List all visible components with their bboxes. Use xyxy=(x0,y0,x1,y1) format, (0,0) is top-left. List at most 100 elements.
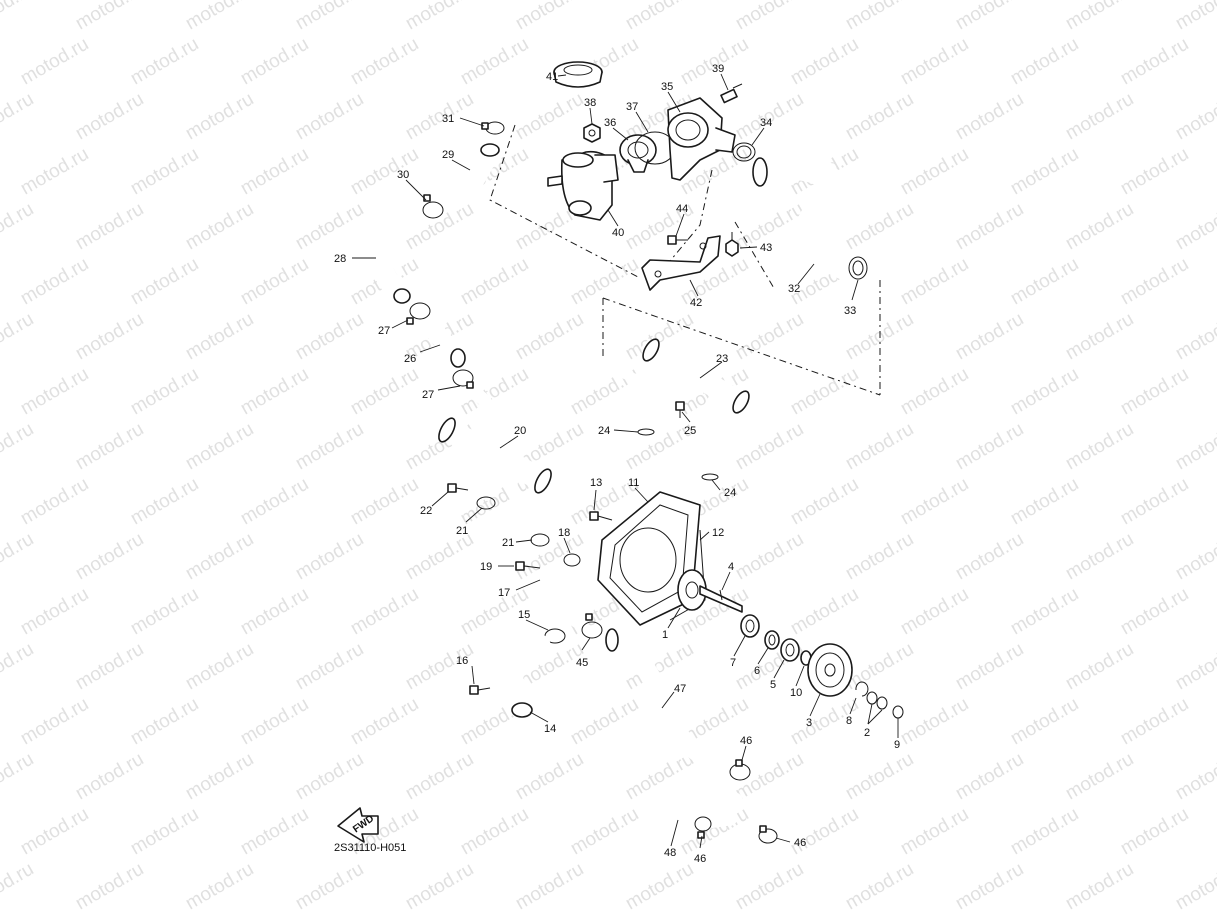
thermostat-36[interactable] xyxy=(619,134,657,173)
callout-24: 24 xyxy=(724,487,736,499)
hose-clamp-46-upper[interactable] xyxy=(729,759,751,781)
hose-clamp-46-lower[interactable] xyxy=(694,816,712,839)
watermark-text: motod.ru xyxy=(897,694,972,750)
pipe-14[interactable] xyxy=(487,634,551,721)
watermark-text: motod.ru xyxy=(292,199,367,255)
callout-10: 10 xyxy=(790,687,802,699)
callout-31: 31 xyxy=(442,113,454,125)
impeller-shaft-1[interactable] xyxy=(677,569,743,613)
bolt-13[interactable] xyxy=(589,511,613,521)
watermark-text: motod.ru xyxy=(897,34,972,90)
impeller-gear-3[interactable] xyxy=(807,643,853,697)
circlip-8[interactable] xyxy=(855,681,869,697)
bracket-42[interactable] xyxy=(641,235,721,291)
watermark-text: motod.ru xyxy=(127,474,202,530)
water-pipe-20[interactable] xyxy=(436,388,555,530)
hose-clamp-34[interactable] xyxy=(732,142,756,162)
watermark-text: motod.ru xyxy=(842,419,917,475)
watermark-text: motod.ru xyxy=(512,89,587,145)
hose-29[interactable] xyxy=(445,140,502,210)
o-ring-21-lower[interactable] xyxy=(530,533,550,547)
callout-20: 20 xyxy=(514,425,526,437)
watermark-text: motod.ru xyxy=(0,0,37,34)
o-ring-24-lower[interactable] xyxy=(701,473,719,481)
watermark-text: motod.ru xyxy=(127,364,202,420)
watermark-text: motod.ru xyxy=(1172,859,1217,913)
watermark-text: motod.ru xyxy=(1007,694,1082,750)
water-pipe-23[interactable] xyxy=(613,337,752,467)
hose-28[interactable] xyxy=(369,209,423,306)
o-ring-18[interactable] xyxy=(563,553,581,567)
radiator-cap-41[interactable] xyxy=(553,61,603,88)
bolt-16[interactable] xyxy=(469,685,491,695)
hose-clamp-27-lower[interactable] xyxy=(452,369,474,389)
watermark-text: motod.ru xyxy=(17,254,92,310)
watermark-text: motod.ru xyxy=(842,89,917,145)
watermark-text: motod.ru xyxy=(72,419,147,475)
watermark-text: motod.ru xyxy=(732,0,807,34)
hose-47[interactable] xyxy=(602,628,732,778)
watermark-text: motod.ru xyxy=(17,144,92,200)
watermark-text: motod.ru xyxy=(1172,89,1217,145)
watermark-text: motod.ru xyxy=(127,804,202,860)
hose-26[interactable] xyxy=(422,318,468,368)
watermark-text: motod.ru xyxy=(842,0,917,34)
hose-48[interactable] xyxy=(670,783,743,830)
pipe-17[interactable] xyxy=(539,558,589,632)
radiator-hose-32[interactable] xyxy=(746,153,862,282)
watermark-text: motod.ru xyxy=(512,0,587,34)
hose-clamp-33[interactable] xyxy=(848,256,868,280)
watermark-text: motod.ru xyxy=(1172,309,1217,365)
callout-41: 41 xyxy=(546,71,558,83)
hose-clamp-45[interactable] xyxy=(581,613,603,639)
watermark-text: motod.ru xyxy=(72,89,147,145)
oil-seal-6[interactable] xyxy=(764,630,780,650)
o-ring-24-upper[interactable] xyxy=(637,428,655,436)
bolt-43[interactable] xyxy=(725,232,739,257)
washer-2[interactable] xyxy=(866,691,888,710)
bolt-19[interactable] xyxy=(515,561,541,571)
watermark-text: motod.ru xyxy=(182,199,257,255)
bolt-44[interactable] xyxy=(667,235,688,245)
callout-13: 13 xyxy=(590,477,602,489)
seal-7[interactable] xyxy=(740,614,760,638)
callout-36: 36 xyxy=(604,117,616,129)
circlip-9[interactable] xyxy=(892,705,904,719)
callout-3: 3 xyxy=(806,717,812,729)
watermark-text: motod.ru xyxy=(402,529,477,585)
callout-9: 9 xyxy=(894,739,900,751)
watermark-text: motod.ru xyxy=(952,639,1027,695)
callout-35: 35 xyxy=(661,81,673,93)
o-ring-21-upper[interactable] xyxy=(476,496,496,510)
hose-clamp-46-right[interactable] xyxy=(758,825,778,844)
watermark-text: motod.ru xyxy=(182,309,257,365)
filler-neck-40[interactable] xyxy=(547,150,619,221)
watermark-text: motod.ru xyxy=(127,254,202,310)
watermark-text: motod.ru xyxy=(72,199,147,255)
watermark-text: motod.ru xyxy=(732,529,807,585)
bolt-22[interactable] xyxy=(447,483,469,493)
thermostat-housing-35[interactable] xyxy=(667,97,736,181)
pin-4[interactable] xyxy=(719,589,723,601)
watermark-text: motod.ru xyxy=(237,254,312,310)
fwd-arrow-icon: FWD xyxy=(337,807,379,843)
callout-5: 5 xyxy=(770,679,776,691)
watermark-text: motod.ru xyxy=(402,89,477,145)
watermark-text: motod.ru xyxy=(17,694,92,750)
watermark-text: motod.ru xyxy=(897,254,972,310)
watermark-text: motod.ru xyxy=(17,474,92,530)
hose-clamp-31[interactable] xyxy=(481,121,505,135)
callout-4: 4 xyxy=(728,561,734,573)
watermark-text: motod.ru xyxy=(1062,749,1137,805)
callout-layer: 1234567891011121314151617181920212122232… xyxy=(334,63,900,865)
watermark-text: motod.ru xyxy=(72,309,147,365)
nut-38[interactable] xyxy=(583,123,601,143)
watermark-text: motod.ru xyxy=(347,584,422,640)
watermark-text: motod.ru xyxy=(1172,419,1217,475)
bolt-25[interactable] xyxy=(675,401,685,418)
callout-27: 27 xyxy=(378,325,390,337)
callout-18: 18 xyxy=(558,527,570,539)
bearing-5[interactable] xyxy=(780,638,800,662)
bolt-39[interactable] xyxy=(720,83,743,104)
